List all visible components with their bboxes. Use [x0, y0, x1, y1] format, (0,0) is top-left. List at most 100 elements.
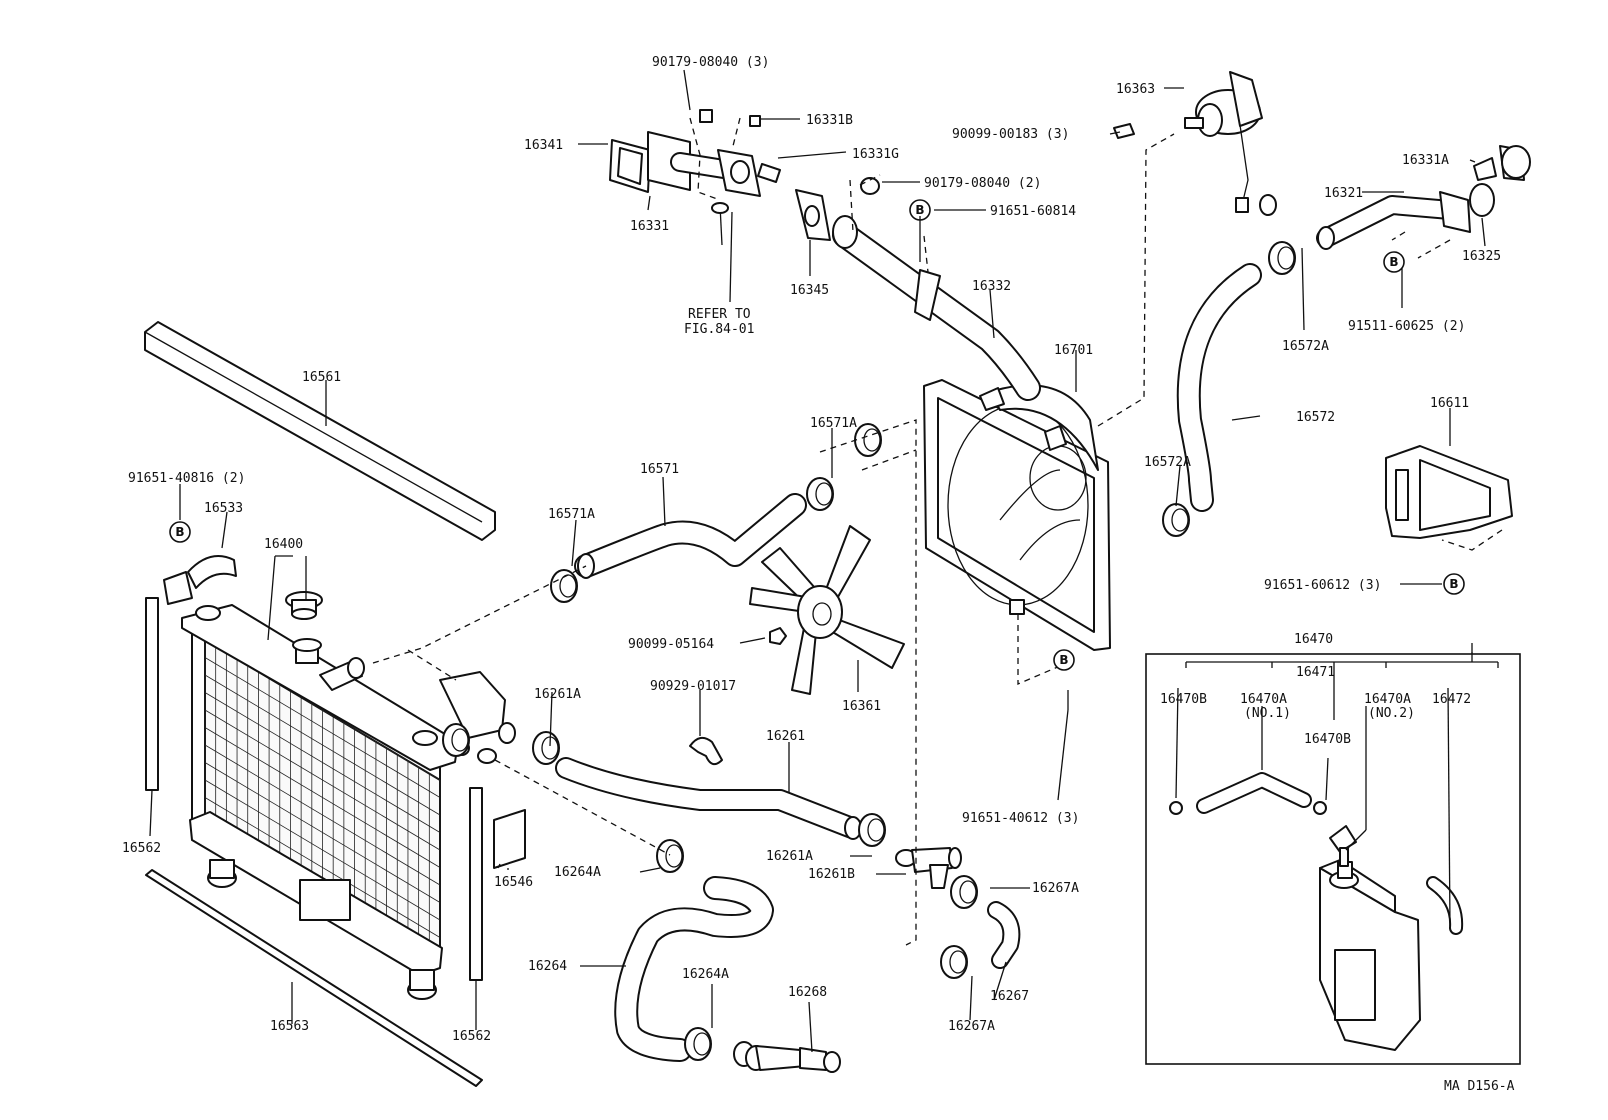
label-16261A-bot: 16261A: [766, 849, 813, 864]
radiator-side-seal-right: [469, 787, 483, 981]
hose-clamp-icon: [550, 569, 578, 603]
label-16571A-right: 16571A: [810, 416, 857, 431]
label-16470B-left: 16470B: [1160, 692, 1207, 707]
b-badge-letter: B: [175, 525, 184, 539]
label-16572A-top: 16572A: [1282, 339, 1329, 354]
hose-clamp-icon: [532, 731, 560, 765]
hose-clamp-icon: [656, 839, 684, 873]
label-16267A-right: 16267A: [1032, 881, 1079, 896]
label-16562-left: 16562: [122, 841, 161, 856]
label-16331: 16331: [630, 219, 669, 234]
label-16563: 16563: [270, 1019, 309, 1034]
label-16264: 16264: [528, 959, 567, 974]
hose-clamp-icon: [940, 945, 968, 979]
label-16572A-mid: 16572A: [1144, 455, 1191, 470]
b-reference-badges: B B B B B: [169, 199, 1465, 671]
diagram-code: MA D156-A: [1444, 1079, 1515, 1094]
b-badge-letter: B: [1059, 653, 1068, 667]
label-16471: 16471: [1296, 665, 1335, 680]
b-badge: B: [1053, 649, 1075, 671]
part-labels: 90179-08040 (3) 16331B 16341 16331G 9017…: [122, 55, 1515, 1094]
label-16267A-bot: 16267A: [948, 1019, 995, 1034]
refer-note-line1: REFER TO: [688, 307, 751, 322]
hose-clamp-icon: [1162, 503, 1190, 537]
hose-clamp-icon: [684, 1027, 712, 1061]
fan-shroud-16701: [923, 379, 1111, 651]
label-16533: 16533: [204, 501, 243, 516]
label-91651-40816: 91651-40816 (2): [128, 471, 245, 486]
label-16470B-mid: 16470B: [1304, 732, 1351, 747]
b-badge-letter: B: [1389, 255, 1398, 269]
label-16611: 16611: [1430, 396, 1469, 411]
label-90179-08040-3: 90179-08040 (3): [652, 55, 769, 70]
b-badge-letter: B: [915, 203, 924, 217]
label-16561: 16561: [302, 370, 341, 385]
hose-clamp-icon: [806, 477, 834, 511]
label-16325: 16325: [1462, 249, 1501, 264]
label-16261B: 16261B: [808, 867, 855, 882]
b-badge: B: [1443, 573, 1465, 595]
b-badge-letter: B: [1449, 577, 1458, 591]
label-91651-60814: 91651-60814: [990, 204, 1076, 219]
label-16701: 16701: [1054, 343, 1093, 358]
hose-clamps: [442, 241, 1296, 1061]
label-16341: 16341: [524, 138, 563, 153]
label-90099-00183: 90099-00183 (3): [952, 127, 1069, 142]
label-16571A-left: 16571A: [548, 507, 595, 522]
hose-clamp-icon: [442, 723, 470, 757]
label-16321: 16321: [1324, 186, 1363, 201]
label-16470A-no1-sub: (NO.1): [1244, 706, 1291, 721]
hose-clamp-icon: [1268, 241, 1296, 275]
label-16363: 16363: [1116, 82, 1155, 97]
label-16268: 16268: [788, 985, 827, 1000]
radiator-side-seal-left: [145, 597, 159, 791]
label-16470A-no2-sub: (NO.2): [1368, 706, 1415, 721]
hose-clamp-icon: [950, 875, 978, 909]
joint-16261B: [895, 847, 962, 889]
pad-16546: [493, 809, 526, 869]
label-16331B: 16331B: [806, 113, 853, 128]
union-16268: [733, 1041, 841, 1073]
label-16332: 16332: [972, 279, 1011, 294]
b-badge: B: [1383, 251, 1405, 273]
water-inlet-16331: [609, 131, 761, 197]
label-91651-60612: 91651-60612 (3): [1264, 578, 1381, 593]
label-16400: 16400: [264, 537, 303, 552]
label-16470: 16470: [1294, 632, 1333, 647]
radiator-bottom-seal-16563: [145, 869, 483, 1087]
hose-clamp-icon: [854, 423, 882, 457]
small-fittings: [699, 109, 1497, 246]
label-16261A-top: 16261A: [534, 687, 581, 702]
label-16562-right: 16562: [452, 1029, 491, 1044]
label-16470A-no1: 16470A: [1240, 692, 1287, 707]
label-90179-08040-2: 90179-08040 (2): [924, 176, 1041, 191]
reservoir-kit-frame: [1145, 653, 1521, 1065]
label-16546: 16546: [494, 875, 533, 890]
clip-90929: [689, 736, 723, 766]
radiator-assembly: [181, 591, 459, 1000]
support-bracket-16533: [187, 555, 237, 589]
label-16571: 16571: [640, 462, 679, 477]
hose-clamp-icon: [858, 813, 886, 847]
fan-16361: [749, 525, 905, 695]
label-16472: 16472: [1432, 692, 1471, 707]
label-16264A-top: 16264A: [554, 865, 601, 880]
label-91511-60625: 91511-60625 (2): [1348, 319, 1465, 334]
refer-note-line2: FIG.84-01: [684, 322, 754, 337]
label-16331A: 16331A: [1402, 153, 1449, 168]
label-16572: 16572: [1296, 410, 1335, 425]
leader-lines: [149, 69, 1499, 1053]
b-badge: B: [169, 521, 191, 543]
label-16261: 16261: [766, 729, 805, 744]
label-90099-05164: 90099-05164: [628, 637, 714, 652]
label-16264A-bot: 16264A: [682, 967, 729, 982]
reservoir-tank: [1319, 859, 1421, 1051]
label-90929-01017: 90929-01017: [650, 679, 736, 694]
label-91651-40612: 91651-40612 (3): [962, 811, 1079, 826]
label-16361: 16361: [842, 699, 881, 714]
thermostat-housing-16363: [1184, 71, 1263, 213]
label-16331G: 16331G: [852, 147, 899, 162]
label-16267: 16267: [990, 989, 1029, 1004]
label-16470A-no2: 16470A: [1364, 692, 1411, 707]
